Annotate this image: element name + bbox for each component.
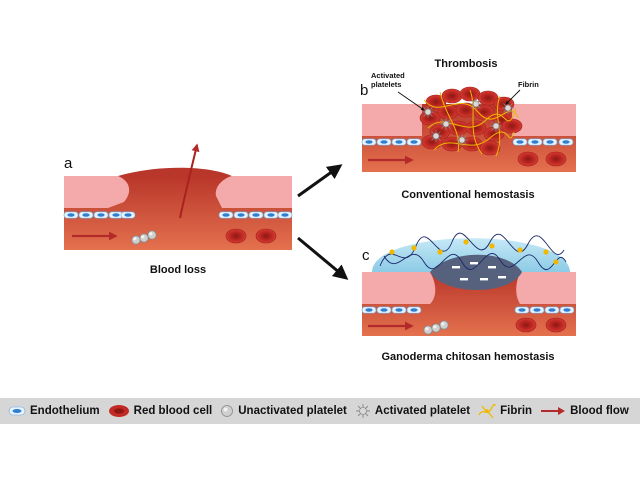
panel-a-caption: Blood loss	[150, 264, 206, 276]
legend-item-unactivated-platelet: Unactivated platelet	[220, 404, 347, 418]
endothelium-icon	[8, 406, 26, 416]
panel-b-letter: b	[360, 82, 368, 99]
tissue-wall-right	[512, 104, 576, 136]
panel-a: a Blood loss	[63, 143, 293, 276]
charged-chitosan-marks	[452, 262, 506, 281]
legend-item-activated-platelet: Activated platelet	[355, 403, 470, 419]
red-blood-cell-icon	[108, 405, 129, 417]
legend-label: Red blood cell	[133, 405, 213, 417]
legend-label: Unactivated platelet	[238, 405, 347, 417]
panel-c: c	[361, 232, 576, 363]
legend-label: Activated platelet	[374, 405, 471, 417]
legend-label: Fibrin	[500, 405, 533, 417]
tissue-wall-right	[516, 272, 576, 304]
panel-c-letter: c	[362, 247, 370, 264]
panel-b-caption: Conventional hemostasis	[401, 189, 534, 201]
fibrin-icon	[478, 403, 496, 419]
legend-label: Blood flow	[570, 405, 629, 417]
legend-bar: Endothelium Red blood cell Unactivated p…	[0, 398, 640, 424]
callout-platelets-pointer	[397, 91, 425, 111]
tissue-wall-left	[362, 272, 436, 304]
fibrin-bursts	[389, 239, 559, 265]
panel-c-caption: Ganoderma chitosan hemostasis	[382, 351, 555, 363]
tissue-wall-left	[64, 176, 130, 208]
legend-item-fibrin: Fibrin	[478, 403, 532, 419]
transition-arrow-to-b	[297, 164, 343, 198]
tissue-wall-right	[215, 176, 292, 208]
blood-loss-arrow	[179, 143, 200, 219]
endothelium-layer-left	[63, 211, 136, 219]
legend-item-blood-flow: Blood flow	[540, 405, 629, 417]
panel-b-title: Thrombosis	[435, 58, 498, 70]
panel-a-letter: a	[64, 155, 73, 172]
tissue-wall-left	[362, 104, 422, 136]
legend-label: Endothelium	[30, 405, 100, 417]
callout-activated-platelets: Activated platelets	[371, 71, 407, 89]
blood-flow-arrow-icon	[541, 407, 566, 415]
legend-item-red-blood-cell: Red blood cell	[108, 404, 213, 418]
sealed-wound-core	[430, 254, 522, 290]
legend-item-endothelium: Endothelium	[8, 405, 100, 417]
transition-arrow-to-c	[297, 236, 349, 280]
unactivated-platelet-icon	[221, 405, 234, 417]
activated-platelet-icon	[355, 404, 370, 418]
callout-fibrin: Fibrin	[518, 80, 539, 89]
panel-b: Thrombosis b	[360, 58, 576, 201]
blood-bulge	[118, 167, 232, 176]
callout-fibrin-pointer	[505, 89, 521, 105]
endothelium-layer-right	[218, 211, 293, 219]
